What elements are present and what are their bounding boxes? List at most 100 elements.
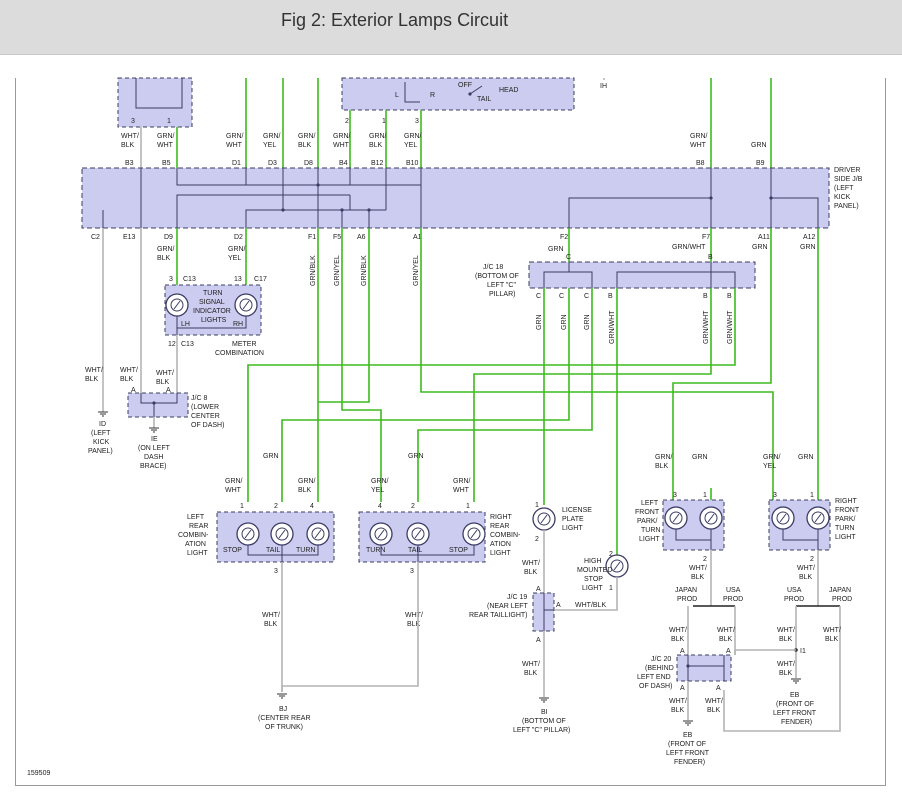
svg-text:WHT/: WHT/ bbox=[797, 565, 815, 572]
svg-text:LEFT "C": LEFT "C" bbox=[487, 282, 516, 289]
svg-text:B10: B10 bbox=[406, 160, 419, 167]
svg-text:C13: C13 bbox=[183, 276, 196, 283]
svg-text:YEL: YEL bbox=[404, 142, 417, 149]
svg-text:GRN/: GRN/ bbox=[263, 133, 281, 140]
svg-text:C: C bbox=[559, 293, 564, 300]
svg-text:1: 1 bbox=[167, 118, 171, 125]
svg-text:F5: F5 bbox=[333, 234, 341, 241]
svg-text:WHT/: WHT/ bbox=[669, 698, 687, 705]
svg-text:(FRONT OF: (FRONT OF bbox=[776, 701, 814, 708]
jb-bottom-pins: C2 E13 D9 D2 F1 F5 A6 A1 F2 F7 A11 A12 bbox=[91, 234, 816, 241]
jc18-connector: C B C C C B B B J/C 18 (BOTTOM OF LEFT "… bbox=[475, 254, 756, 300]
svg-text:FENDER): FENDER) bbox=[674, 759, 705, 766]
svg-text:A6: A6 bbox=[357, 234, 366, 241]
svg-text:4: 4 bbox=[310, 503, 314, 510]
svg-text:LIGHT: LIGHT bbox=[562, 525, 583, 532]
svg-text:BLK: BLK bbox=[120, 376, 134, 383]
svg-text:BLK: BLK bbox=[369, 142, 383, 149]
svg-text:BLK: BLK bbox=[524, 569, 538, 576]
svg-text:WHT: WHT bbox=[226, 142, 243, 149]
svg-text:A: A bbox=[726, 648, 731, 655]
svg-text:A12: A12 bbox=[803, 234, 816, 241]
svg-text:C17: C17 bbox=[254, 276, 267, 283]
svg-text:YEL: YEL bbox=[371, 487, 384, 494]
jc18-wire-labels: GRN GRN GRN GRN/WHT GRN/WHT GRN/WHT bbox=[536, 310, 734, 344]
lr-tail-bulb-icon bbox=[270, 522, 294, 546]
svg-text:(BEHIND: (BEHIND bbox=[645, 665, 674, 672]
svg-text:B3: B3 bbox=[125, 160, 134, 167]
svg-text:BLK: BLK bbox=[779, 636, 793, 643]
svg-text:GRN/WHT: GRN/WHT bbox=[672, 244, 706, 251]
svg-text:BLK: BLK bbox=[691, 574, 705, 581]
svg-text:GRN: GRN bbox=[800, 244, 816, 251]
svg-text:GRN/YEL: GRN/YEL bbox=[413, 255, 420, 286]
svg-text:GRN/WHT: GRN/WHT bbox=[609, 310, 616, 344]
svg-text:TURN: TURN bbox=[366, 547, 385, 554]
svg-text:GRN: GRN bbox=[408, 453, 424, 460]
svg-text:J/C 19: J/C 19 bbox=[507, 594, 527, 601]
svg-text:BRACE): BRACE) bbox=[140, 463, 166, 470]
svg-text:GRN/: GRN/ bbox=[369, 133, 387, 140]
svg-text:1: 1 bbox=[810, 492, 814, 499]
lr-turn-bulb-icon bbox=[306, 522, 330, 546]
svg-text:GRN/BLK: GRN/BLK bbox=[310, 255, 317, 286]
svg-text:C: C bbox=[566, 254, 571, 261]
svg-text:B9: B9 bbox=[756, 160, 765, 167]
svg-text:GRN/: GRN/ bbox=[763, 454, 781, 461]
svg-text:3: 3 bbox=[131, 118, 135, 125]
svg-text:3: 3 bbox=[773, 492, 777, 499]
svg-text:COMBIN-: COMBIN- bbox=[490, 532, 521, 539]
svg-text:LICENSE: LICENSE bbox=[562, 507, 592, 514]
svg-text:I1: I1 bbox=[800, 648, 806, 655]
svg-text:R: R bbox=[430, 92, 435, 99]
svg-text:D3: D3 bbox=[268, 160, 277, 167]
svg-text:ID: ID bbox=[99, 421, 106, 428]
svg-text:BLK: BLK bbox=[156, 379, 170, 386]
svg-text:GRN/: GRN/ bbox=[371, 478, 389, 485]
svg-text:GRN/: GRN/ bbox=[655, 454, 673, 461]
svg-text:LIGHT: LIGHT bbox=[639, 536, 660, 543]
ground-ie-icon bbox=[149, 427, 159, 433]
svg-text:WHT/: WHT/ bbox=[262, 612, 280, 619]
svg-text:D2: D2 bbox=[234, 234, 243, 241]
license-plate-light: LICENSE PLATE LIGHT 1 2 WHT/ BLK bbox=[522, 502, 592, 576]
left-front-park-turn-light: LEFT FRONT PARK/ TURN LIGHT GRN/ BLK GRN… bbox=[635, 454, 743, 603]
svg-text:GRN/: GRN/ bbox=[157, 246, 175, 253]
svg-text:2: 2 bbox=[810, 556, 814, 563]
svg-text:COMBIN-: COMBIN- bbox=[178, 532, 209, 539]
svg-text:BLK: BLK bbox=[298, 487, 312, 494]
svg-text:12: 12 bbox=[168, 341, 176, 348]
svg-text:WHT: WHT bbox=[453, 487, 470, 494]
svg-text:1: 1 bbox=[382, 118, 386, 125]
svg-text:2: 2 bbox=[535, 536, 539, 543]
ground-id-label: ID (LEFT KICK PANEL) bbox=[88, 421, 113, 455]
svg-text:EB: EB bbox=[790, 692, 800, 699]
svg-text:L: L bbox=[395, 92, 399, 99]
svg-text:LEFT: LEFT bbox=[187, 514, 205, 521]
svg-text:PANEL): PANEL) bbox=[834, 203, 859, 210]
svg-text:GRN/WHT: GRN/WHT bbox=[703, 310, 710, 344]
svg-text:WHT/: WHT/ bbox=[777, 627, 795, 634]
wire-labels-below-jb: GRN/ BLK GRN/ YEL GRN GRN/WHT GRN GRN GR… bbox=[85, 244, 816, 383]
diagram-frame bbox=[15, 78, 886, 786]
svg-text:LEFT END: LEFT END bbox=[637, 674, 671, 681]
svg-text:WHT/: WHT/ bbox=[823, 627, 841, 634]
ground-bj-label: BJ (CENTER REAR OF TRUNK) bbox=[258, 706, 311, 731]
svg-text:USA: USA bbox=[726, 587, 741, 594]
svg-text:YEL: YEL bbox=[763, 463, 776, 470]
svg-text:D1: D1 bbox=[232, 160, 241, 167]
svg-text:WHT/: WHT/ bbox=[156, 370, 174, 377]
svg-text:LEFT: LEFT bbox=[641, 500, 659, 507]
svg-text:WHT/: WHT/ bbox=[522, 661, 540, 668]
svg-text:LIGHT: LIGHT bbox=[187, 550, 208, 557]
svg-text:C13: C13 bbox=[181, 341, 194, 348]
svg-text:STOP: STOP bbox=[223, 547, 242, 554]
jc18-wires bbox=[247, 288, 736, 555]
svg-text:GRN/: GRN/ bbox=[228, 246, 246, 253]
svg-text:BJ: BJ bbox=[279, 706, 287, 713]
svg-text:A: A bbox=[716, 685, 721, 692]
svg-text:(FRONT OF: (FRONT OF bbox=[668, 741, 706, 748]
svg-text:TAIL: TAIL bbox=[266, 547, 280, 554]
figure-title: Fig 2: Exterior Lamps Circuit bbox=[281, 10, 509, 30]
